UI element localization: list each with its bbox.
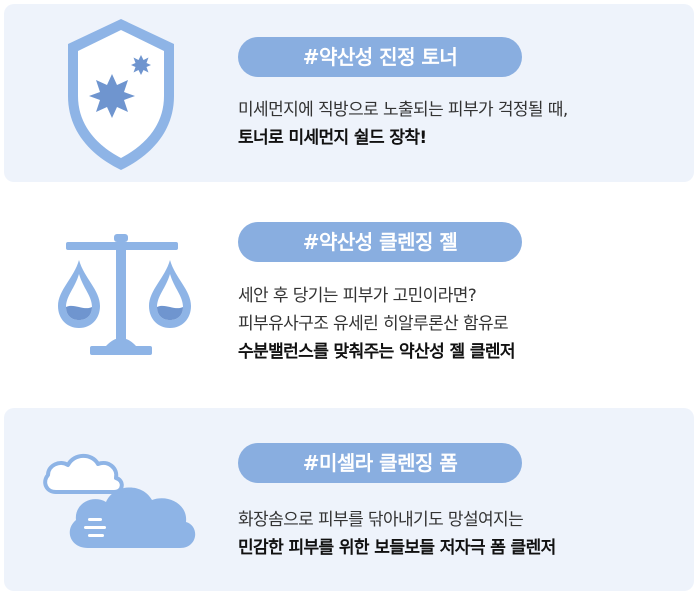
tag-toner: #약산성 진정 토너 — [238, 37, 522, 77]
cloud-icon — [4, 408, 204, 591]
foam-cleanser-description: 화장솜으로 피부를 닦아내기도 망설여지는 민감한 피부를 위한 보들보들 저자… — [238, 506, 556, 562]
toner-description: 미세먼지에 직방으로 노출되는 피부가 걱정될 때, 토너로 미세먼지 쉴드 장… — [238, 96, 568, 152]
description-line: 세안 후 당기는 피부가 고민이라면? — [238, 286, 477, 306]
description-highlight: 수분밸런스를 맞춰주는 약산성 젤 클렌저 — [238, 342, 516, 362]
shield-icon — [4, 4, 204, 182]
gel-cleanser-description: 세안 후 당기는 피부가 고민이라면? 피부유사구조 유세린 히알루론산 함유로… — [238, 282, 516, 366]
balance-scale-icon — [4, 198, 204, 392]
gel-cleanser-feature-card: #약산성 클렌징 젤 세안 후 당기는 피부가 고민이라면? 피부유사구조 유세… — [4, 198, 694, 392]
description-line: 화장솜으로 피부를 닦아내기도 망설여지는 — [238, 510, 524, 530]
tag-gel-cleanser: #약산성 클렌징 젤 — [238, 222, 522, 262]
tag-foam-cleanser: #미셀라 클렌징 폼 — [238, 443, 522, 483]
foam-cleanser-feature-card: #미셀라 클렌징 폼 화장솜으로 피부를 닦아내기도 망설여지는 민감한 피부를… — [4, 408, 694, 591]
description-highlight: 민감한 피부를 위한 보들보들 저자극 폼 클렌저 — [238, 538, 556, 558]
description-highlight: 토너로 미세먼지 쉴드 장착! — [238, 128, 427, 148]
description-line: 피부유사구조 유세린 히알루론산 함유로 — [238, 314, 509, 334]
toner-feature-card: #약산성 진정 토너 미세먼지에 직방으로 노출되는 피부가 걱정될 때, 토너… — [4, 4, 694, 182]
description-line: 미세먼지에 직방으로 노출되는 피부가 걱정될 때, — [238, 100, 568, 120]
